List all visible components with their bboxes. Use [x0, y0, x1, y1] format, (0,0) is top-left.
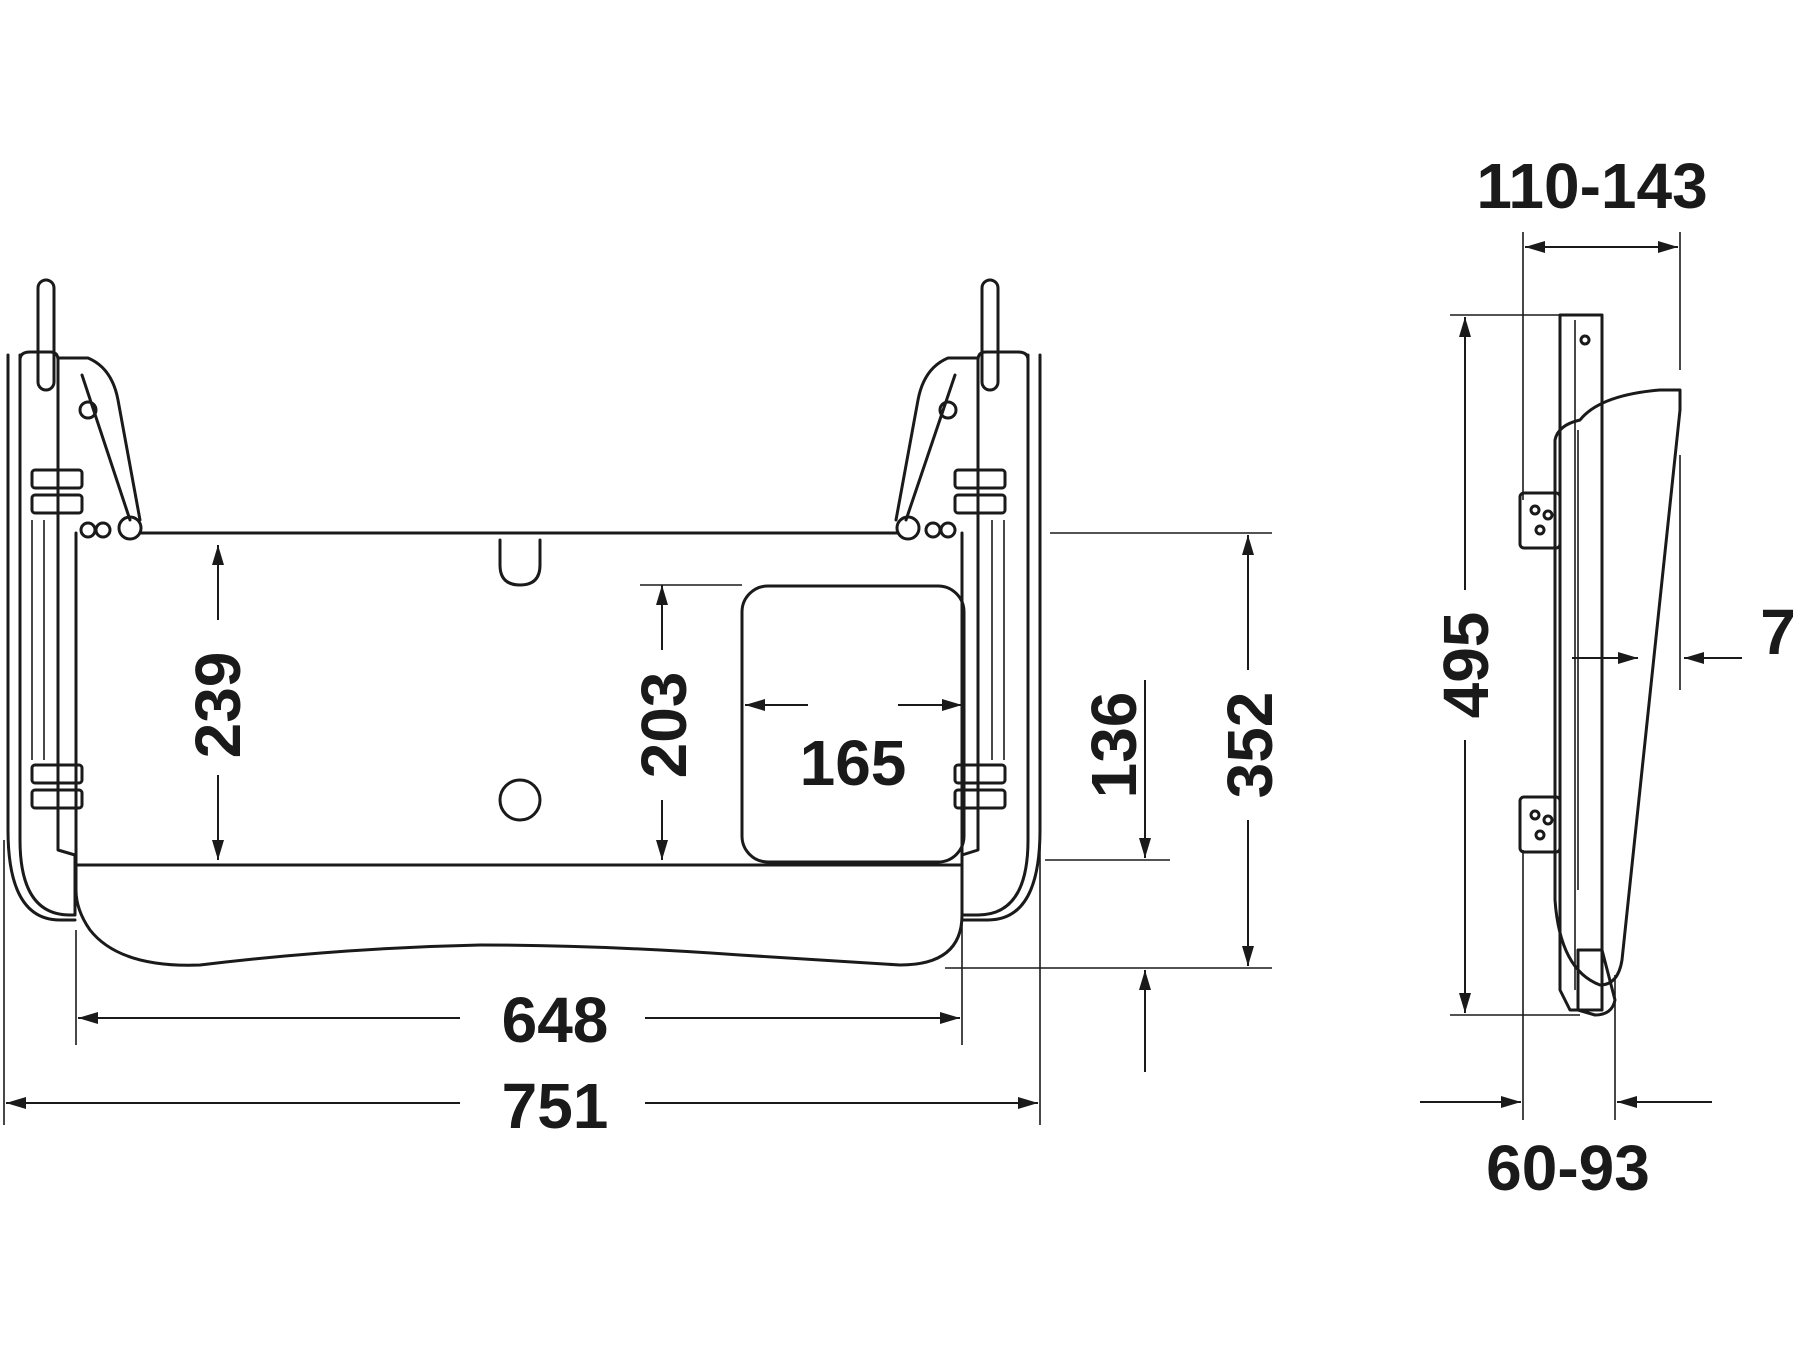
mouse-pad: [740, 584, 966, 864]
dim-7: 7: [1760, 596, 1796, 668]
side-profile: [1518, 313, 1682, 1017]
dim-352: 352: [1214, 692, 1286, 799]
right-bracket: [894, 278, 1042, 922]
front-view: 239 203 165 136 352 648 751: [3, 278, 1286, 1142]
dim-751: 751: [502, 1070, 609, 1142]
dim-60-93: 60-93: [1486, 1132, 1650, 1204]
dim-239: 239: [182, 652, 254, 759]
dim-648: 648: [502, 984, 609, 1056]
dim-495: 495: [1430, 612, 1502, 719]
wrist-rest: [74, 863, 964, 967]
dim-203: 203: [628, 672, 700, 779]
left-bracket: [6, 278, 143, 922]
front-dimensions: [3, 532, 1272, 1125]
side-view: 110-143 495 7 60-93: [1420, 150, 1796, 1204]
dim-136: 136: [1078, 692, 1150, 799]
dim-110-143: 110-143: [1476, 150, 1707, 222]
side-dimensions: [1420, 232, 1742, 1120]
dim-165: 165: [800, 727, 907, 799]
